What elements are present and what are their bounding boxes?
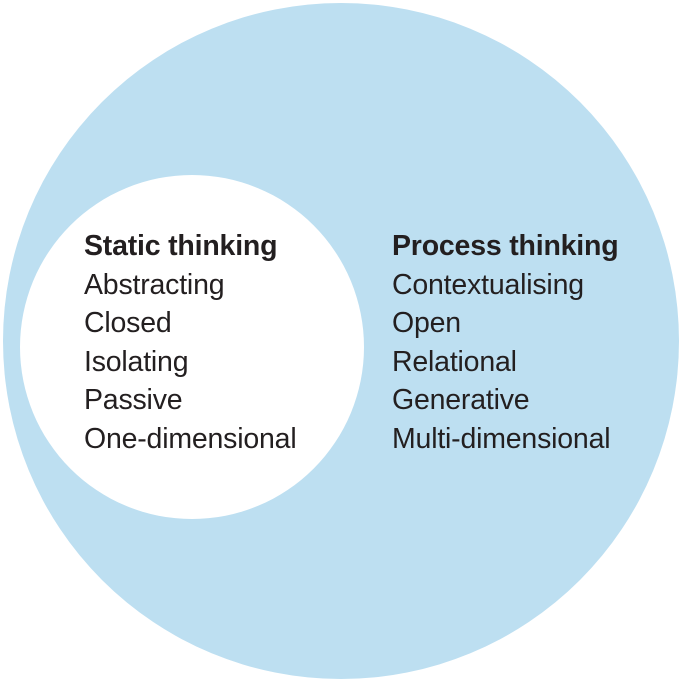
static-item: Closed — [84, 307, 172, 339]
process-item: Generative — [392, 384, 530, 416]
process-item: Multi-dimensional — [392, 422, 611, 455]
static-thinking-block: Static thinking Abstracting Closed Isola… — [84, 227, 297, 458]
process-thinking-heading: Process thinking — [392, 230, 619, 262]
static-item: Passive — [84, 384, 183, 416]
static-item: Abstracting — [84, 268, 225, 301]
process-thinking-block: Process thinking Contextualising Open Re… — [392, 227, 619, 458]
process-item: Open — [392, 307, 461, 339]
inner-circle — [20, 175, 364, 519]
process-item: Relational — [392, 345, 517, 378]
static-item: One-dimensional — [84, 422, 297, 455]
static-thinking-heading: Static thinking — [84, 230, 278, 262]
static-item: Isolating — [84, 345, 189, 378]
process-item: Contextualising — [392, 268, 584, 301]
